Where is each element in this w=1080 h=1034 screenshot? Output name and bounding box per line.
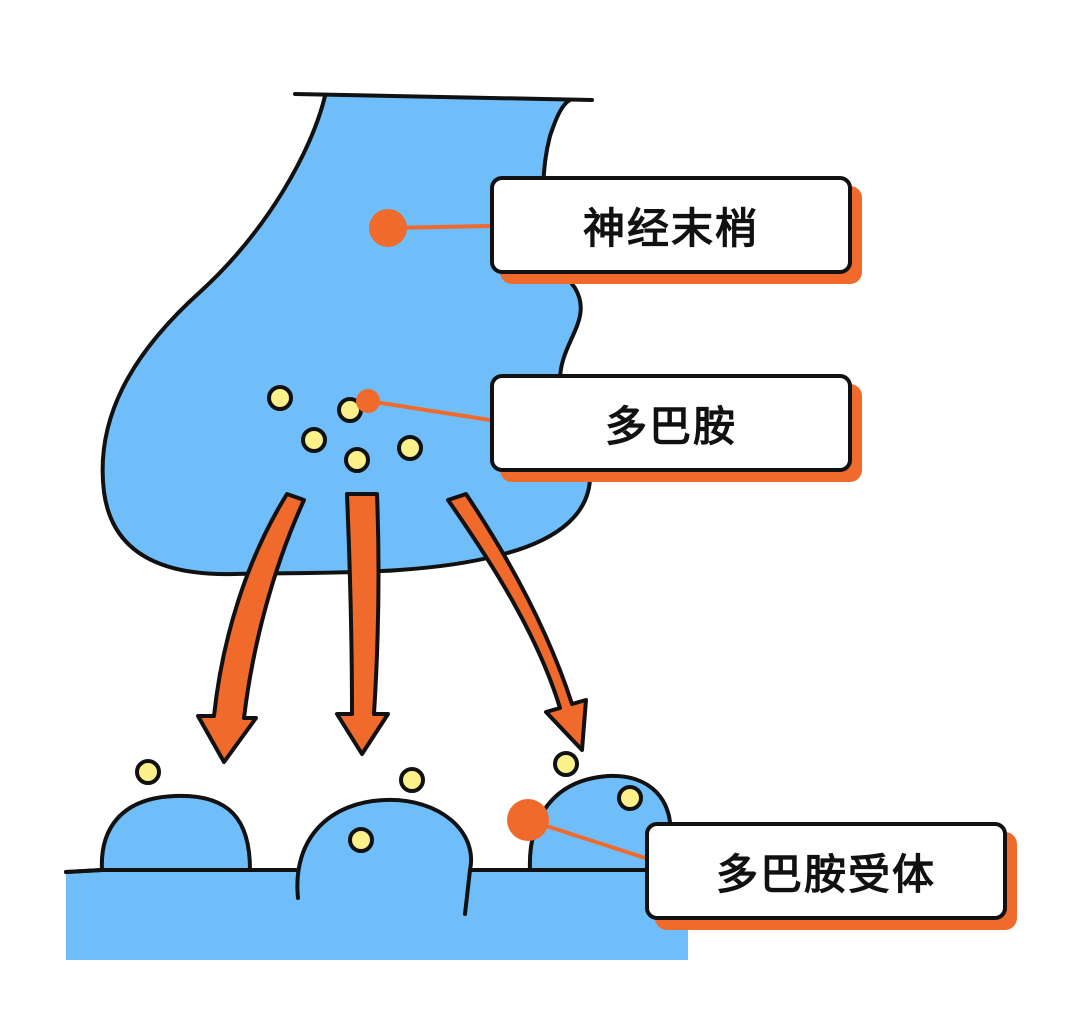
dopamine-molecule — [617, 785, 643, 811]
dopamine-molecule — [397, 435, 423, 461]
leader-dot-receptor — [507, 799, 549, 841]
leader-dot-terminal — [369, 209, 407, 247]
release-arrow-right — [446, 492, 588, 752]
label-nerve-terminal: 神经末梢 — [490, 176, 852, 274]
dopamine-molecule — [301, 427, 327, 453]
label-dopamine: 多巴胺 — [490, 374, 852, 472]
nerve-terminal-top-edge — [293, 92, 594, 102]
nerve-terminal-shape — [100, 95, 593, 577]
receptor-left — [99, 793, 252, 872]
leader-lines — [356, 209, 646, 860]
release-arrow-middle — [335, 492, 390, 756]
label-dopamine-receptor: 多巴胺受体 — [645, 822, 1007, 920]
release-arrow-left — [196, 492, 306, 764]
leader-dot-dopamine — [356, 389, 380, 413]
dopamine-released — [135, 751, 643, 853]
dopamine-molecule — [399, 767, 425, 793]
postsynaptic-membrane — [64, 773, 690, 960]
release-arrows — [196, 492, 588, 764]
dopamine-molecule — [135, 759, 161, 785]
dopamine-molecule — [267, 385, 293, 411]
dopamine-molecule — [348, 827, 374, 853]
dopamine-molecule — [553, 751, 579, 777]
leader-line-dopamine — [367, 399, 491, 422]
dopamine-molecule — [344, 447, 370, 473]
membrane-surface-left — [64, 868, 104, 874]
receptor-middle — [295, 797, 474, 916]
